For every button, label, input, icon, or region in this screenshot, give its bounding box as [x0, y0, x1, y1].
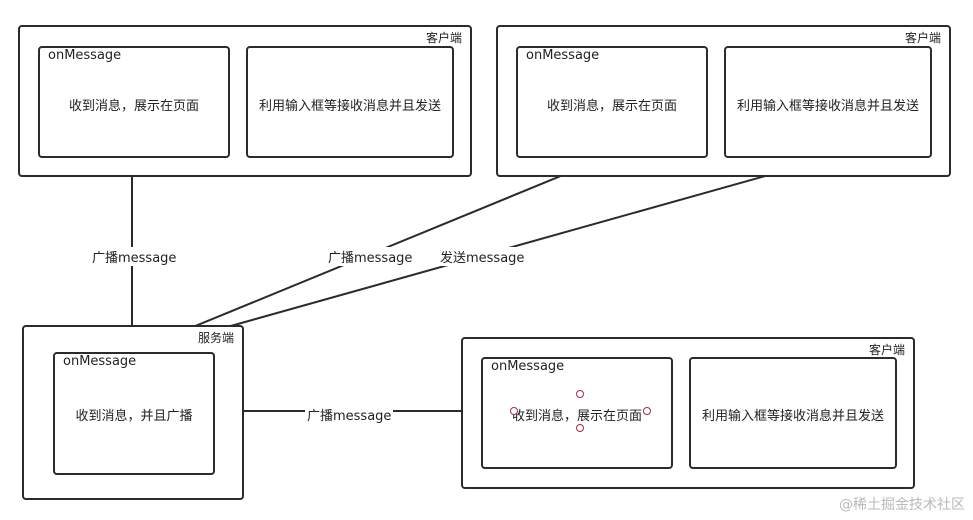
- client-top-right-send-box: 利用输入框等接收消息并且发送: [724, 46, 932, 158]
- client-bottom-right: 客户端 onMessage 收到消息，展示在页面 利用输入框等接收消息并且发送: [461, 337, 915, 489]
- edge-label-broadcast-right: 广播message: [305, 405, 394, 424]
- client-top-left-onmessage-box: onMessage 收到消息，展示在页面: [38, 46, 230, 158]
- server-onmessage-title: onMessage: [63, 354, 137, 369]
- edge-label-broadcast-diag: 广播message: [326, 247, 415, 266]
- client-top-right-receive-text: 收到消息，展示在页面: [546, 99, 677, 114]
- watermark: @稀土掘金技术社区: [839, 497, 965, 513]
- server-broadcast-text: 收到消息，并且广播: [75, 409, 193, 424]
- selection-handle-right[interactable]: [643, 407, 651, 415]
- server-onmessage-box: onMessage 收到消息，并且广播: [53, 352, 215, 475]
- selection-handle-top[interactable]: [576, 390, 584, 398]
- client-top-right: 客户端 onMessage 收到消息，展示在页面 利用输入框等接收消息并且发送: [496, 25, 951, 177]
- selection-handle-bottom[interactable]: [576, 424, 584, 432]
- client-top-right-send-text: 利用输入框等接收消息并且发送: [736, 99, 919, 114]
- client-top-right-onmessage-box: onMessage 收到消息，展示在页面: [516, 46, 708, 158]
- client-top-left-onmessage-title: onMessage: [48, 48, 122, 63]
- client-bottom-right-send-box: 利用输入框等接收消息并且发送: [689, 357, 897, 469]
- edge-label-broadcast-up: 广播message: [90, 247, 179, 266]
- client-top-left: 客户端 onMessage 收到消息，展示在页面 利用输入框等接收消息并且发送: [18, 25, 472, 177]
- edge-label-send-diag: 发送message: [438, 247, 527, 266]
- selection-handle-left[interactable]: [510, 407, 518, 415]
- client-bottom-right-title: 客户端: [868, 343, 905, 357]
- server-box: 服务端 onMessage 收到消息，并且广播: [22, 325, 244, 500]
- client-top-left-send-text: 利用输入框等接收消息并且发送: [258, 99, 441, 114]
- client-top-right-onmessage-title: onMessage: [526, 48, 600, 63]
- client-bottom-right-receive-text: 收到消息，展示在页面: [511, 409, 642, 424]
- client-top-left-receive-text: 收到消息，展示在页面: [68, 99, 199, 114]
- client-top-left-title: 客户端: [425, 31, 462, 45]
- server-title: 服务端: [197, 331, 234, 345]
- client-top-right-title: 客户端: [904, 31, 941, 45]
- client-bottom-right-onmessage-title: onMessage: [491, 359, 565, 374]
- client-bottom-right-send-text: 利用输入框等接收消息并且发送: [701, 409, 884, 424]
- client-top-left-send-box: 利用输入框等接收消息并且发送: [246, 46, 454, 158]
